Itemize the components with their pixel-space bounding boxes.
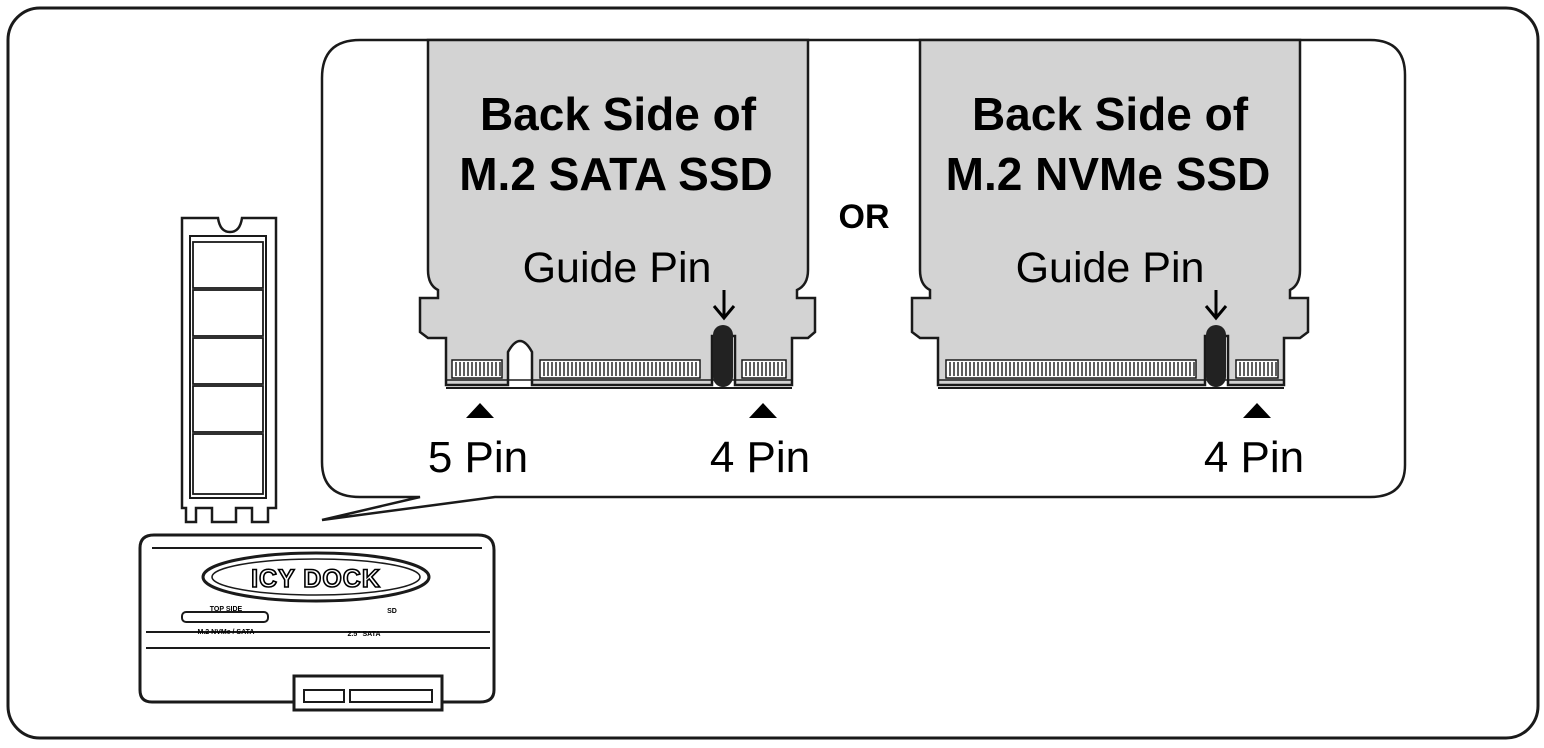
nvme-4pin-label: 4 Pin (1204, 433, 1304, 482)
nvme-contacts (945, 359, 1279, 379)
sata-4pin-marker-icon (749, 403, 777, 418)
nvme-guide-arrow-icon (1204, 290, 1228, 321)
sata-5pin-marker-icon (466, 403, 494, 418)
led-label: SD (387, 608, 397, 615)
nvme-title-line1: Back Side of (972, 88, 1249, 140)
sata-guide-pin-label: Guide Pin (523, 244, 712, 292)
sata-5pin-label: 5 Pin (428, 433, 528, 482)
sata-title-line1: Back Side of (480, 88, 757, 140)
icy-dock-adapter: ICY DOCK TOP SIDE M.2 NVMe / SATA 2.5" S… (138, 533, 496, 712)
or-separator: OR (839, 198, 890, 236)
sata-ssd-card: Back Side of M.2 SATA SSD Guide Pin (418, 38, 817, 389)
contact-strip (741, 359, 787, 379)
sata-title-line2: M.2 SATA SSD (459, 148, 773, 200)
nvme-ssd-card: Back Side of M.2 NVMe SSD Guide Pin (910, 38, 1310, 389)
sata-guide-arrow-icon (712, 290, 736, 321)
nvme-title-line2: M.2 NVMe SSD (946, 148, 1271, 200)
icy-dock-logo: ICY DOCK (251, 565, 381, 593)
nvme-4pin-marker-icon (1243, 403, 1271, 418)
m2-slot (181, 611, 269, 623)
sata-guide-pin (713, 325, 733, 387)
nvme-guide-pin (1206, 325, 1226, 387)
nvme-guide-pin-label: Guide Pin (1016, 244, 1205, 292)
m2-ssd-stick (180, 216, 278, 524)
top-side-label: TOP SIDE (210, 606, 243, 613)
nvme-card-outline (910, 38, 1310, 387)
sata-contacts (451, 359, 787, 379)
sata-4pin-label: 4 Pin (710, 433, 810, 482)
sata-card-outline (418, 38, 817, 387)
m2-slot-label: M.2 NVMe / SATA (198, 629, 255, 636)
sata-port-label: 2.5" SATA (347, 631, 380, 638)
